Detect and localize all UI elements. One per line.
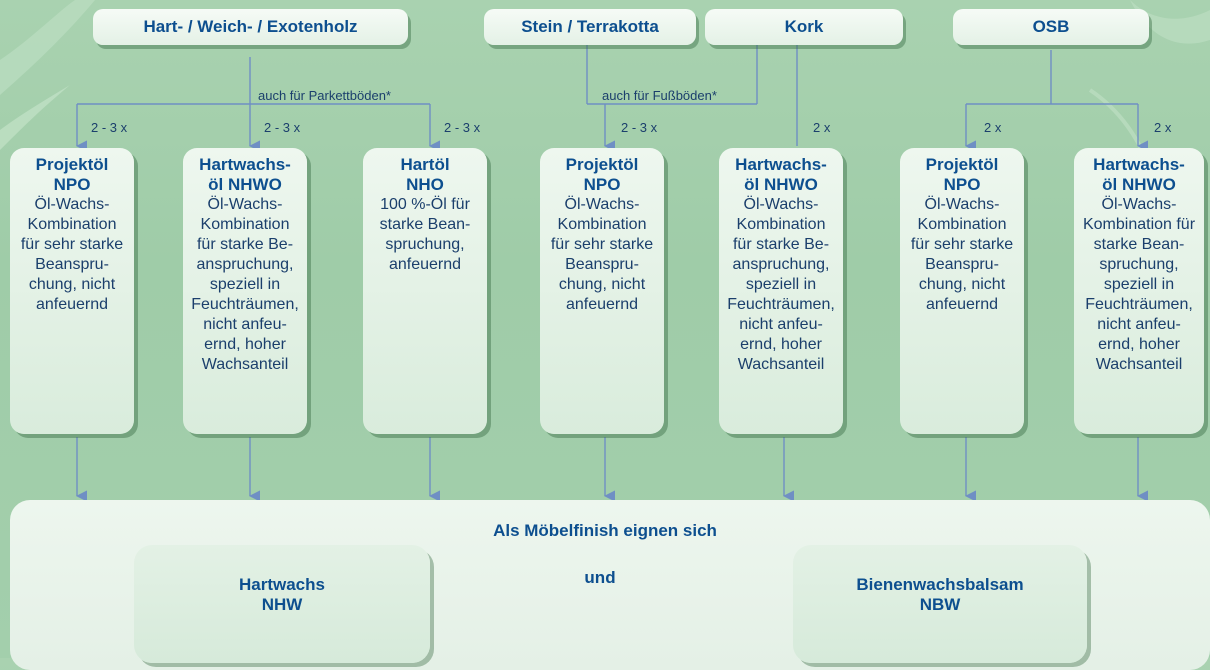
product-card-hartwachsoel-nhwo: Hartwachs- öl NHWO Öl-Wachs- Kombination…	[183, 148, 307, 434]
product-name: Hartwachs- öl NHWO	[735, 155, 827, 194]
connector-word: und	[584, 568, 616, 587]
finish-bienenwachsbalsam-nbw: Bienenwachsbalsam NBW	[793, 545, 1087, 663]
category-hart-weich-exotenholz: Hart- / Weich- / Exotenholz	[93, 9, 408, 45]
product-name: Projektöl NPO	[35, 155, 109, 194]
product-name: Projektöl NPO	[565, 155, 639, 194]
product-card-projektoel-npo: Projektöl NPO Öl-Wachs- Kombination für …	[10, 148, 134, 434]
multiplier-label: 2 - 3 x	[264, 120, 301, 135]
furniture-finish-title: Als Möbelfinish eignen sich	[493, 521, 717, 540]
product-description: Öl-Wachs- Kombination für starke Be- ans…	[191, 196, 299, 373]
product-description: Öl-Wachs- Kombination für sehr starke Be…	[20, 196, 124, 313]
product-description: Öl-Wachs- Kombination für sehr starke Be…	[910, 196, 1014, 313]
multiplier-label: 2 - 3 x	[91, 120, 128, 135]
product-name: Hartöl NHO	[400, 155, 450, 194]
product-name: Hartwachs- öl NHWO	[199, 155, 291, 194]
note-parkett: auch für Parkettböden*	[258, 88, 391, 103]
category-osb: OSB	[953, 9, 1149, 45]
note-fussboden: auch für Fußböden*	[602, 88, 717, 103]
product-card-projektoel-npo: Projektöl NPO Öl-Wachs- Kombination für …	[900, 148, 1024, 434]
multiplier-label: 2 - 3 x	[621, 120, 658, 135]
finish-hartwachs-nhw: Hartwachs NHW	[134, 545, 430, 663]
category-kork: Kork	[705, 9, 903, 45]
product-card-projektoel-npo: Projektöl NPO Öl-Wachs- Kombination für …	[540, 148, 664, 434]
product-description: 100 %-Öl für starke Bean- spruchung, anf…	[379, 196, 471, 273]
multiplier-label: 2 x	[1154, 120, 1172, 135]
multiplier-label: 2 - 3 x	[444, 120, 481, 135]
product-card-hartwachsoel-nhwo: Hartwachs- öl NHWO Öl-Wachs- Kombination…	[1074, 148, 1204, 434]
product-name: Hartwachs- öl NHWO	[1093, 155, 1185, 194]
product-description: Öl-Wachs- Kombination für starke Be- ans…	[727, 196, 835, 373]
product-description: Öl-Wachs- Kombination für starke Bean- s…	[1082, 196, 1196, 373]
multiplier-label: 2 x	[813, 120, 831, 135]
product-description: Öl-Wachs- Kombination für sehr starke Be…	[550, 196, 654, 313]
product-name: Projektöl NPO	[925, 155, 999, 194]
product-card-hartwachsoel-nhwo: Hartwachs- öl NHWO Öl-Wachs- Kombination…	[719, 148, 843, 434]
product-card-hartoel-nho: Hartöl NHO 100 %-Öl für starke Bean- spr…	[363, 148, 487, 434]
category-stein-terrakotta: Stein / Terrakotta	[484, 9, 696, 45]
multiplier-label: 2 x	[984, 120, 1002, 135]
